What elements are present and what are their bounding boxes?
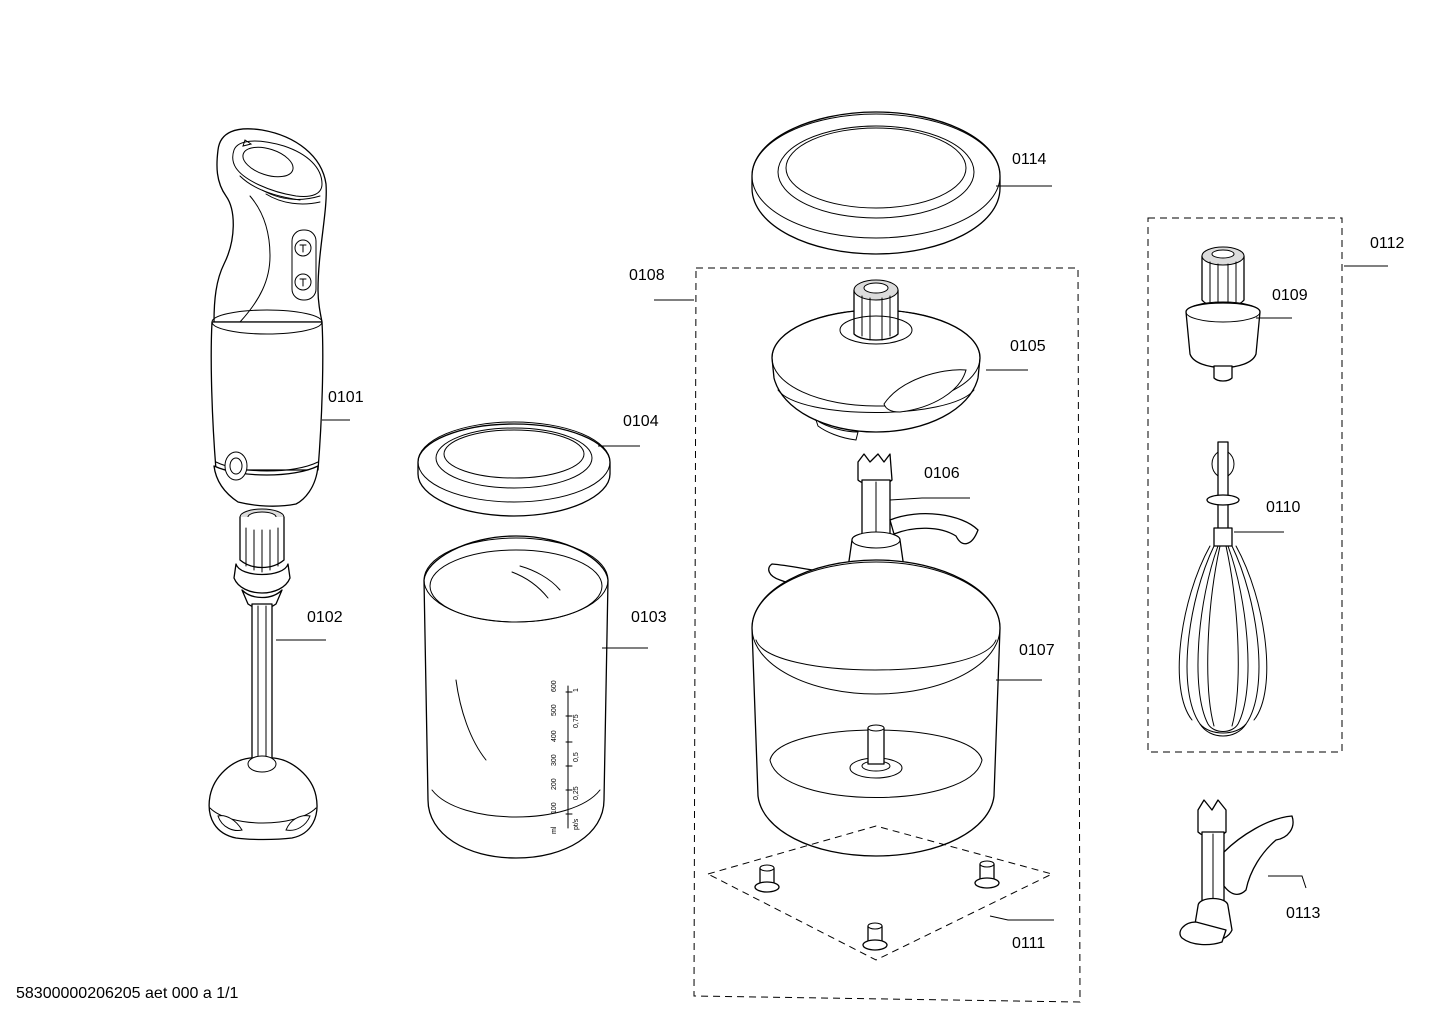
scale-l-05: 0,5 <box>573 752 580 762</box>
base-foot-left <box>754 864 780 893</box>
group-box-0112 <box>1147 217 1343 753</box>
label-0113: 0113 <box>1286 905 1321 922</box>
label-0105: 0105 <box>1010 338 1046 355</box>
blender-foot-0102 <box>208 508 318 841</box>
drawing-reference: 58300000206205 aet 000 a 1/1 <box>16 985 239 1002</box>
label-0107: 0107 <box>1019 642 1055 659</box>
scale-l-1: 1 <box>573 688 580 692</box>
base-foot-bottom <box>862 922 888 951</box>
scale-ml-400: 400 <box>551 730 558 742</box>
scale-l-075: 0,75 <box>573 714 580 728</box>
beaker-ml-scale: 600 500 400 300 200 100 ml <box>551 680 558 834</box>
beaker-litre-scale: 1 0,75 0,5 0,25 pt/s <box>573 688 580 830</box>
scale-ml-500: 500 <box>551 704 558 716</box>
part-labels: 0101 0102 0103 0104 0105 0106 0107 0108 … <box>307 151 1405 952</box>
scale-ml-600: 600 <box>551 680 558 692</box>
label-0110: 0110 <box>1266 499 1301 516</box>
motor-body-0101 <box>210 128 327 507</box>
scale-ml-200: 200 <box>551 778 558 790</box>
label-0104: 0104 <box>623 413 659 430</box>
chopper-lid-0105 <box>771 279 981 441</box>
base-foot-right <box>974 860 1000 889</box>
scale-ml-100: 100 <box>551 802 558 814</box>
scale-l-unit: pt/s <box>573 818 580 830</box>
label-0106: 0106 <box>924 465 960 482</box>
leader-lines <box>276 185 1388 921</box>
label-0112: 0112 <box>1370 235 1405 252</box>
whisk-gearbox-0109 <box>1185 246 1261 382</box>
beaker-lid-0104 <box>417 421 611 517</box>
measuring-beaker-0103: 600 500 400 300 200 100 ml 1 0,75 0,5 0,… <box>423 535 609 859</box>
chopper-bowl-0107 <box>751 559 1001 857</box>
label-0109: 0109 <box>1272 287 1308 304</box>
anti-slip-ring-0114 <box>751 111 1001 255</box>
scale-ml-unit: ml <box>551 826 558 834</box>
label-0101: 0101 <box>328 389 364 406</box>
spare-blade-0113 <box>1179 799 1294 946</box>
scale-l-025: 0,25 <box>573 786 580 800</box>
scale-ml-300: 300 <box>551 754 558 766</box>
label-0102: 0102 <box>307 609 343 626</box>
group-box-0108 <box>693 267 1081 1003</box>
bowl-base-0111 <box>706 825 1054 961</box>
label-0111: 0111 <box>1012 935 1045 952</box>
label-0103: 0103 <box>631 609 667 626</box>
label-0114: 0114 <box>1012 151 1047 168</box>
label-0108: 0108 <box>629 267 665 284</box>
whisk-0110 <box>1178 441 1268 737</box>
